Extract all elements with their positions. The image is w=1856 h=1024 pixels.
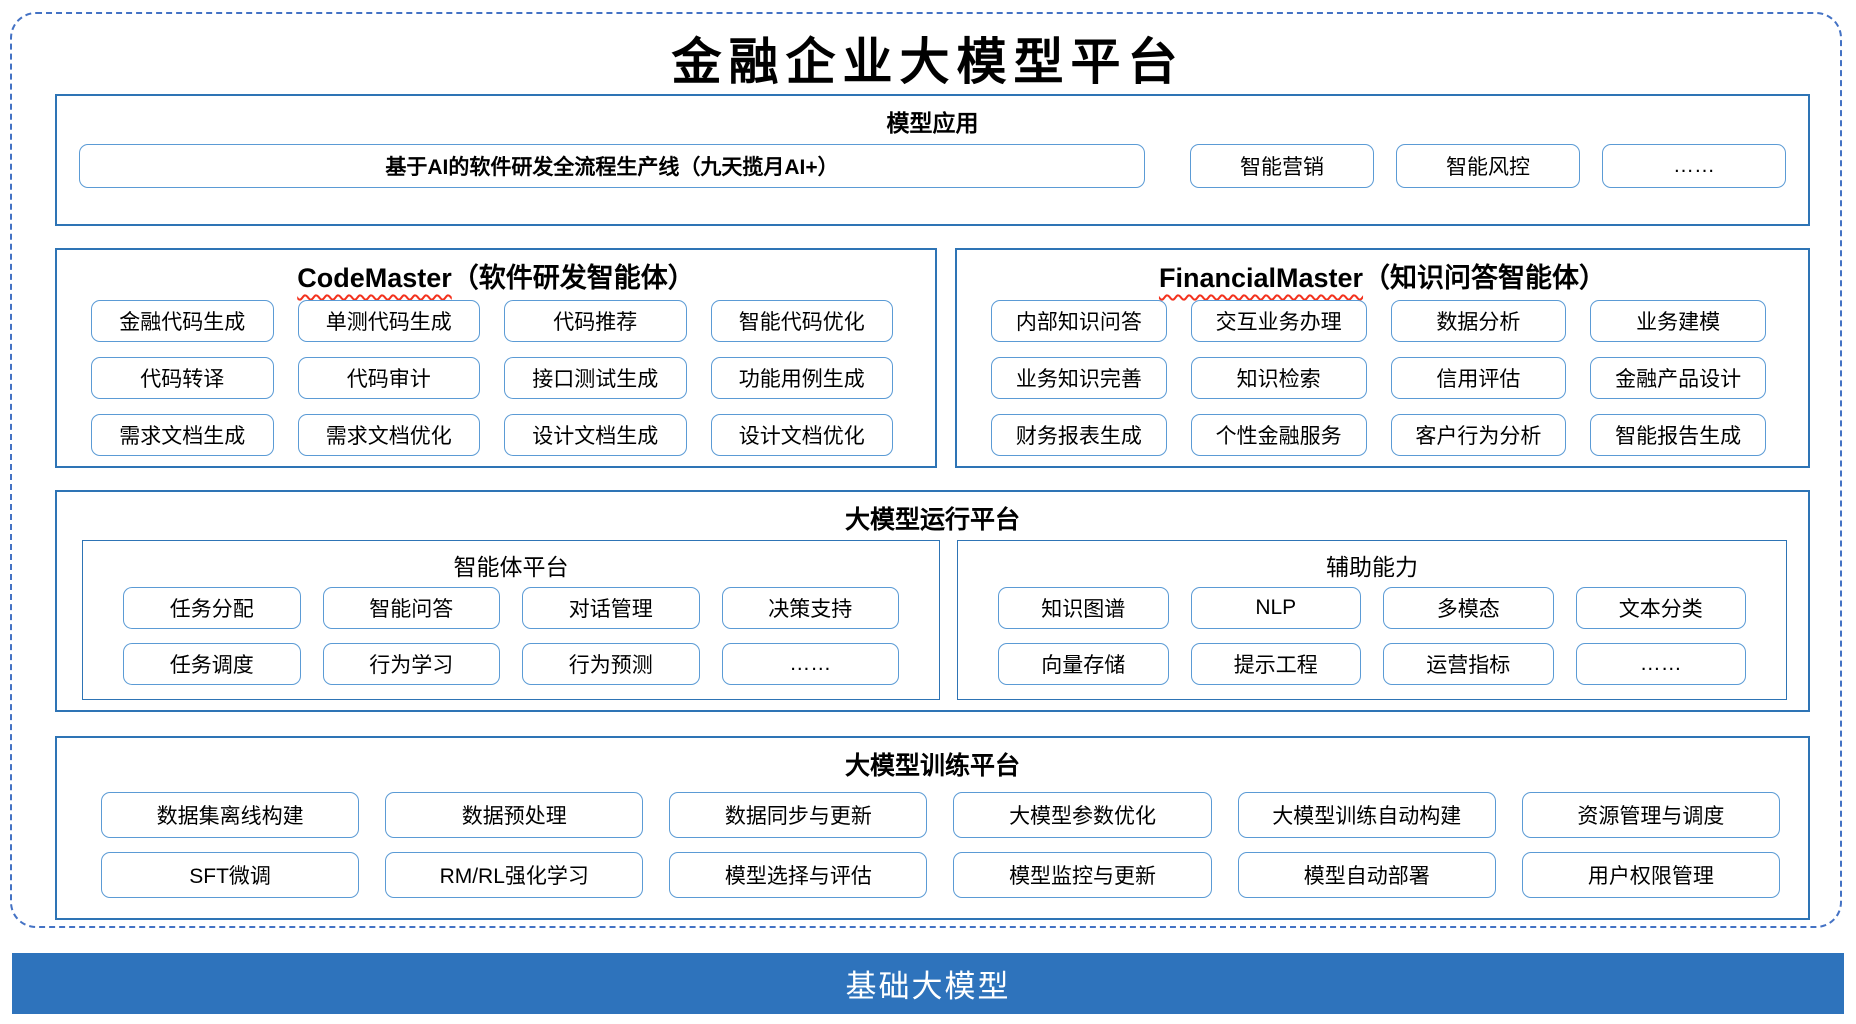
item-box: 财务报表生成 bbox=[991, 414, 1167, 456]
codemaster-items: 金融代码生成单测代码生成代码推荐智能代码优化代码转译代码审计接口测试生成功能用例… bbox=[91, 300, 893, 456]
section-model-applications: 模型应用 基于AI的软件研发全流程生产线（九天揽月AI+） 智能营销智能风控 …… bbox=[55, 94, 1810, 226]
item-box: 决策支持 bbox=[721, 587, 899, 629]
item-box: 功能用例生成 bbox=[710, 357, 893, 399]
item-box: 数据分析 bbox=[1390, 300, 1567, 342]
item-box: 大模型参数优化 bbox=[953, 792, 1212, 838]
item-box: 用户权限管理 bbox=[1521, 852, 1780, 898]
item-box: 模型选择与评估 bbox=[669, 852, 928, 898]
item-box: 智能报告生成 bbox=[1590, 414, 1766, 456]
item-box: 智能风控 bbox=[1396, 144, 1580, 188]
runtime-platform-title: 大模型运行平台 bbox=[844, 506, 1020, 534]
item-box: 需求文档优化 bbox=[297, 414, 480, 456]
item-box: 任务调度 bbox=[123, 643, 301, 685]
item-box: 代码审计 bbox=[297, 357, 480, 399]
codemaster-title-en: CodeMaster bbox=[297, 263, 452, 293]
item-box: 接口测试生成 bbox=[504, 357, 687, 399]
financialmaster-title-en: FinancialMaster bbox=[1158, 263, 1364, 293]
item-box: 个性金融服务 bbox=[1190, 414, 1367, 456]
item-box: 交互业务办理 bbox=[1190, 300, 1367, 342]
item-box: 代码转译 bbox=[91, 357, 274, 399]
item-box: 多模态 bbox=[1383, 587, 1554, 629]
item-box: 提示工程 bbox=[1190, 643, 1361, 685]
item-box: SFT微调 bbox=[101, 852, 360, 898]
training-platform-title: 大模型训练平台 bbox=[844, 752, 1020, 780]
item-box: 知识检索 bbox=[1190, 357, 1367, 399]
training-platform-items: 数据集离线构建数据预处理数据同步与更新大模型参数优化大模型训练自动构建资源管理与… bbox=[101, 792, 1780, 898]
codemaster-title-cn: （软件研发智能体） bbox=[451, 263, 695, 293]
agent-platform-title: 智能体平台 bbox=[453, 554, 569, 580]
item-box: 运营指标 bbox=[1383, 643, 1554, 685]
item-box: 金融代码生成 bbox=[91, 300, 274, 342]
item-box: 金融产品设计 bbox=[1590, 357, 1766, 399]
item-box: 信用评估 bbox=[1390, 357, 1567, 399]
item-box: 文本分类 bbox=[1575, 587, 1746, 629]
page-title: 金融企业大模型平台 bbox=[671, 32, 1185, 91]
section-model-applications-title: 模型应用 bbox=[886, 110, 979, 136]
platform-dashed-frame bbox=[10, 12, 1842, 928]
item-ai-dev-pipeline: 基于AI的软件研发全流程生产线（九天揽月AI+） bbox=[79, 144, 1145, 188]
item-box: NLP bbox=[1190, 587, 1361, 629]
item-box: 数据同步与更新 bbox=[669, 792, 928, 838]
item-box: 数据预处理 bbox=[385, 792, 644, 838]
item-box: …… bbox=[721, 643, 899, 685]
section-codemaster: CodeMaster（软件研发智能体） 金融代码生成单测代码生成代码推荐智能代码… bbox=[55, 248, 937, 468]
item-box: 业务知识完善 bbox=[991, 357, 1167, 399]
financialmaster-items: 内部知识问答交互业务办理数据分析业务建模业务知识完善知识检索信用评估金融产品设计… bbox=[991, 300, 1766, 456]
item-box: 模型监控与更新 bbox=[953, 852, 1212, 898]
item-box: 需求文档生成 bbox=[91, 414, 274, 456]
agent-platform-items: 任务分配智能问答对话管理决策支持任务调度行为学习行为预测 …… bbox=[123, 587, 899, 685]
financialmaster-title: FinancialMaster（知识问答智能体） bbox=[957, 256, 1808, 295]
item-box: 代码推荐 bbox=[504, 300, 687, 342]
item-box: 设计文档生成 bbox=[504, 414, 687, 456]
item-box: RM/RL强化学习 bbox=[385, 852, 644, 898]
item-box: 行为预测 bbox=[522, 643, 700, 685]
item-box: 客户行为分析 bbox=[1390, 414, 1567, 456]
subsection-agent-platform: 智能体平台 任务分配智能问答对话管理决策支持任务调度行为学习行为预测 …… bbox=[82, 540, 940, 700]
subsection-aux-capabilities: 辅助能力 知识图谱 NLP 多模态文本分类向量存储提示工程运营指标 …… bbox=[957, 540, 1787, 700]
aux-capabilities-items: 知识图谱 NLP 多模态文本分类向量存储提示工程运营指标 …… bbox=[998, 587, 1746, 685]
item-box: 单测代码生成 bbox=[297, 300, 480, 342]
section-runtime-platform: 大模型运行平台 智能体平台 任务分配智能问答对话管理决策支持任务调度行为学习行为… bbox=[55, 490, 1810, 712]
codemaster-title: CodeMaster（软件研发智能体） bbox=[57, 256, 935, 295]
item-box: 大模型训练自动构建 bbox=[1237, 792, 1496, 838]
model-applications-items: 智能营销智能风控 …… bbox=[1190, 144, 1786, 188]
item-box: …… bbox=[1602, 144, 1786, 188]
item-box: 智能代码优化 bbox=[710, 300, 893, 342]
section-training-platform: 大模型训练平台 数据集离线构建数据预处理数据同步与更新大模型参数优化大模型训练自… bbox=[55, 736, 1810, 920]
item-box: 智能营销 bbox=[1190, 144, 1374, 188]
item-box: 资源管理与调度 bbox=[1521, 792, 1780, 838]
item-box: 知识图谱 bbox=[998, 587, 1169, 629]
item-box: 模型自动部署 bbox=[1237, 852, 1496, 898]
item-box: 内部知识问答 bbox=[991, 300, 1167, 342]
section-financialmaster: FinancialMaster（知识问答智能体） 内部知识问答交互业务办理数据分… bbox=[955, 248, 1810, 468]
item-box: 智能问答 bbox=[322, 587, 500, 629]
aux-capabilities-title: 辅助能力 bbox=[1326, 554, 1418, 580]
item-box: 任务分配 bbox=[123, 587, 301, 629]
financialmaster-title-cn: （知识问答智能体） bbox=[1363, 263, 1607, 293]
item-box: 设计文档优化 bbox=[710, 414, 893, 456]
item-box: 向量存储 bbox=[998, 643, 1169, 685]
item-box: 对话管理 bbox=[522, 587, 700, 629]
base-model-bar: 基础大模型 bbox=[12, 953, 1844, 1014]
base-model-bar-label: 基础大模型 bbox=[845, 969, 1011, 1004]
item-box: 数据集离线构建 bbox=[101, 792, 360, 838]
item-box: 行为学习 bbox=[322, 643, 500, 685]
model-applications-row: 基于AI的软件研发全流程生产线（九天揽月AI+） 智能营销智能风控 …… bbox=[57, 144, 1808, 188]
item-box: 业务建模 bbox=[1590, 300, 1766, 342]
item-box: …… bbox=[1575, 643, 1746, 685]
